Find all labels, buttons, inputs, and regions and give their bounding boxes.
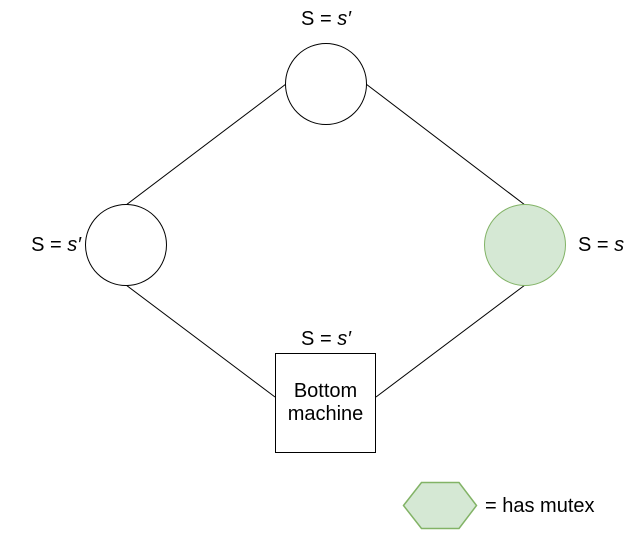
- label-bottom-machine-state: S = s′: [226, 326, 426, 352]
- edge-top-to-left: [125, 83, 287, 206]
- label-top-state-prefix: S =: [301, 8, 338, 30]
- legend: = has mutex: [402, 481, 595, 531]
- edge-left-to-bottom: [125, 284, 276, 398]
- label-top-state: S = s′: [226, 6, 426, 32]
- edge-right-to-bottom: [375, 284, 526, 398]
- label-right-state-prefix: S =: [578, 234, 615, 256]
- label-left-state-prefix: S =: [31, 234, 68, 256]
- label-top-state-var: s′: [337, 8, 351, 30]
- node-bottom-machine: Bottom machine: [275, 353, 376, 453]
- label-bottom-machine-var: s′: [337, 328, 351, 350]
- node-top-state: [285, 43, 367, 125]
- node-right-state-mutex: [484, 204, 566, 286]
- legend-label: = has mutex: [485, 494, 595, 517]
- node-left-state: [85, 204, 167, 286]
- bottom-machine-text: Bottom machine: [287, 380, 364, 425]
- label-right-state: S = s: [578, 232, 641, 258]
- label-bottom-machine-prefix: S =: [301, 328, 338, 350]
- label-left-state-var: s′: [67, 234, 81, 256]
- label-left-state: S = s′: [0, 232, 81, 258]
- hexagon-icon: [402, 481, 478, 530]
- label-right-state-var: s: [614, 234, 625, 256]
- edge-top-to-right: [365, 83, 526, 206]
